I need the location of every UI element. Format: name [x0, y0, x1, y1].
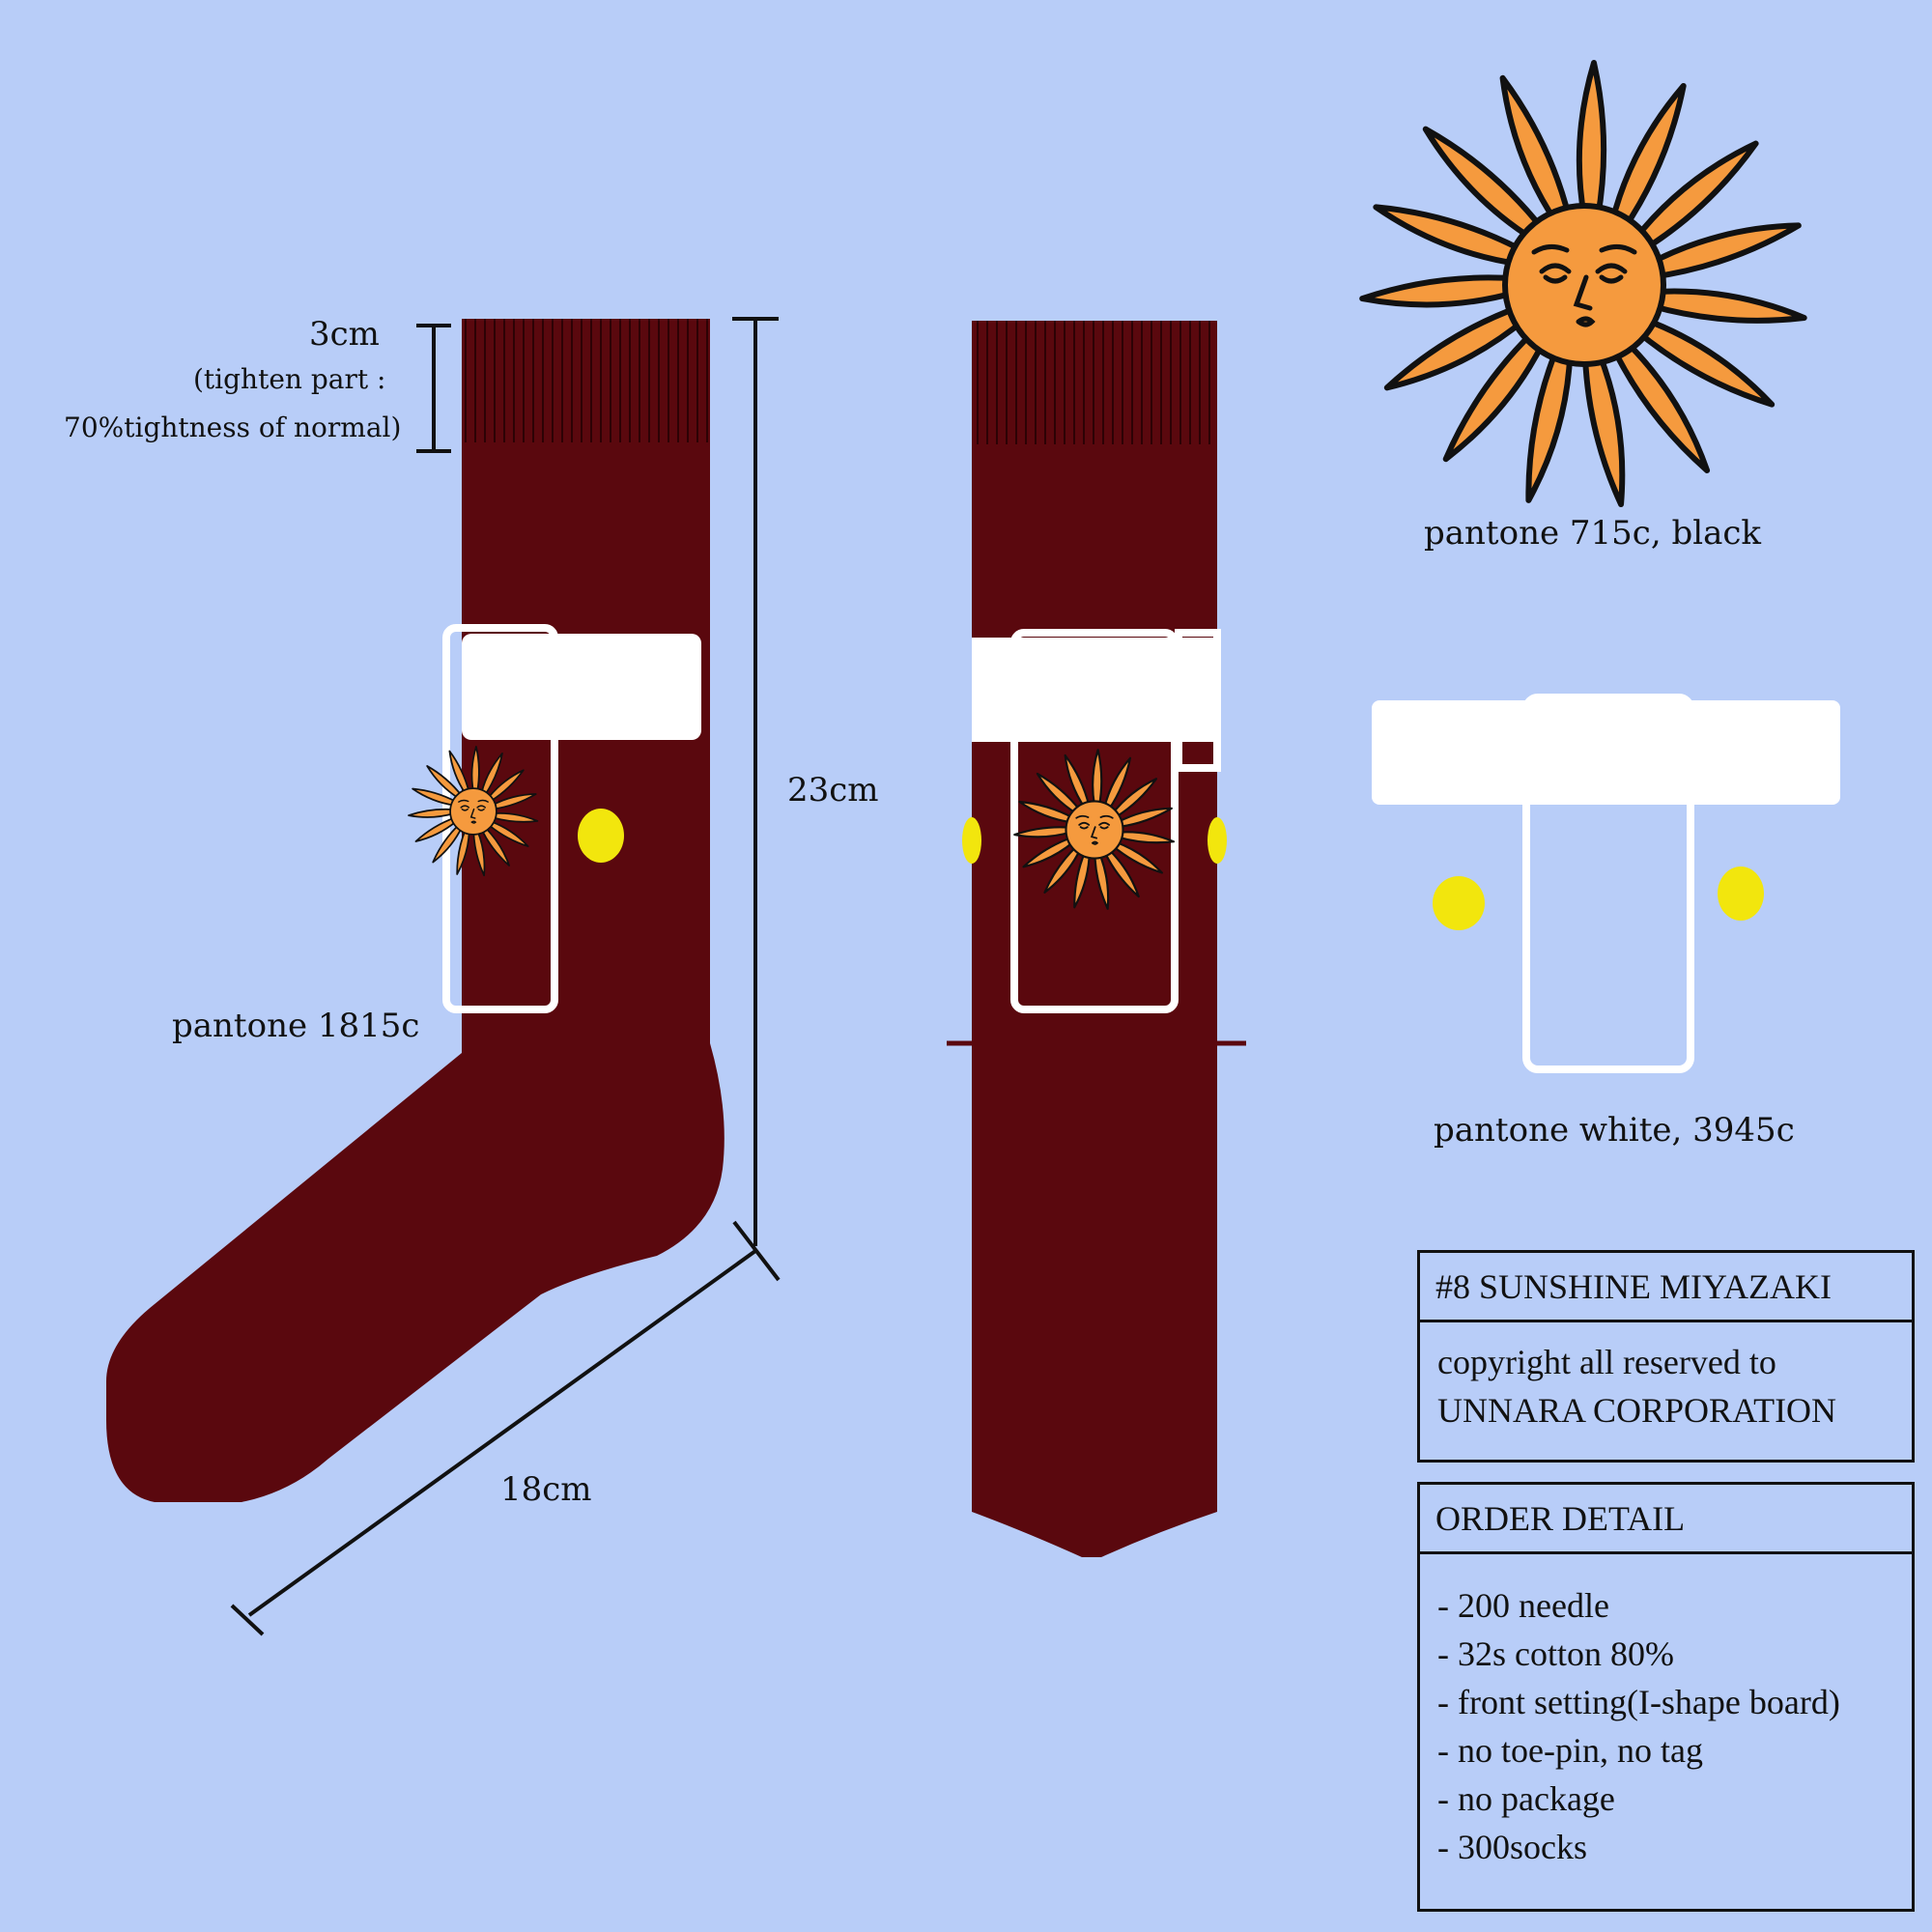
order-item: - 300socks	[1437, 1828, 1587, 1866]
order-item: - 200 needle	[1437, 1586, 1609, 1625]
order-detail-list: - 200 needle - 32s cotton 80% - front se…	[1420, 1554, 1912, 1871]
sun-icon	[1361, 63, 1805, 506]
cuff-note-line-2: 70%tightness of normal)	[64, 412, 402, 443]
product-title: #8 SUNSHINE MIYAZAKI	[1435, 1267, 1832, 1306]
order-detail-heading: ORDER DETAIL	[1435, 1499, 1686, 1538]
yellow-dot	[1208, 817, 1227, 864]
yellow-dot	[578, 809, 624, 863]
title-box: #8 SUNSHINE MIYAZAKI copyright all reser…	[1417, 1250, 1915, 1463]
cuff-rib	[972, 321, 1217, 444]
sun-color-label: pantone 715c, black	[1424, 514, 1761, 553]
white-frame	[1010, 629, 1179, 1013]
cuff-rib	[462, 319, 710, 442]
band-color-label: pantone white, 3945c	[1434, 1111, 1795, 1150]
white-band	[462, 634, 701, 740]
white-frame	[442, 624, 558, 1013]
leg-length-label: 23cm	[787, 771, 879, 810]
order-item: - front setting(I-shape board)	[1437, 1683, 1840, 1721]
copyright-line-2: UNNARA CORPORATION	[1437, 1391, 1837, 1430]
cuff-note-line-1: (tighten part :	[193, 363, 386, 395]
yellow-dot	[962, 817, 981, 864]
order-item: - no toe-pin, no tag	[1437, 1731, 1703, 1770]
yellow-dot	[1718, 867, 1764, 921]
foot-length-label: 18cm	[500, 1470, 592, 1509]
front-view-sock	[947, 321, 1246, 1557]
cuff-height-label: 3cm	[309, 315, 380, 354]
sock-color-label: pantone 1815c	[172, 1007, 420, 1045]
cuff-dimension-line	[416, 324, 451, 453]
foot-dimension-line	[230, 1249, 757, 1636]
order-detail-box: ORDER DETAIL - 200 needle - 32s cotton 8…	[1417, 1482, 1915, 1912]
leg-dimension-line	[732, 317, 781, 1282]
yellow-dot	[1433, 876, 1485, 930]
side-view-sock	[106, 319, 724, 1502]
order-item: - no package	[1437, 1779, 1615, 1818]
order-item: - 32s cotton 80%	[1437, 1634, 1674, 1673]
band-pattern-reference	[1372, 694, 1840, 1073]
copyright-line-1: copyright all reserved to	[1437, 1343, 1776, 1381]
